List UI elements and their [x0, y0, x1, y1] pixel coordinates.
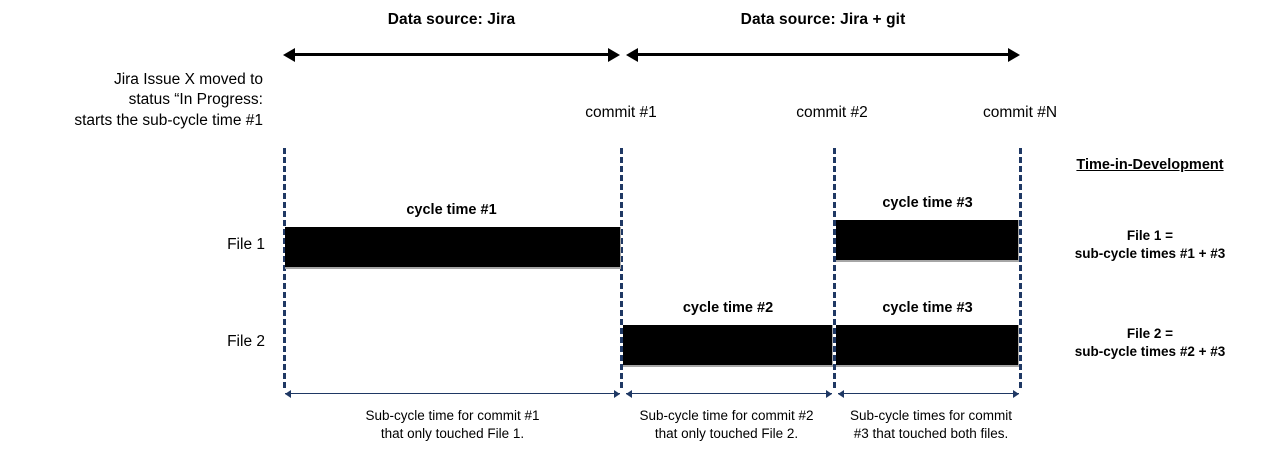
bar-caption-cycle-time-3-file-1: cycle time #3 [882, 195, 973, 211]
legend-item-file-1-line-2: sub-cycle times #1 + #3 [1074, 246, 1226, 262]
bottom-caption-commit-1-line-2: that only touched File 1. [380, 426, 525, 442]
legend-item-file-1: File 1 = sub-cycle times #1 + #3 [1028, 227, 1272, 263]
row-label-file-2: File 2 [227, 333, 265, 350]
bar-caption-cycle-time-2: cycle time #2 [682, 300, 774, 316]
bottom-caption-commit-1: Sub-cycle time for commit #1 that only t… [285, 407, 620, 443]
arrow-shaft [636, 53, 1010, 56]
bracket-arrow-commit-3 [838, 389, 1019, 398]
guide-line-commit-n [1019, 148, 1022, 388]
guide-line-commit-2 [833, 148, 836, 388]
bar-file-1-cycle-3 [836, 220, 1019, 262]
bracket-shaft [285, 393, 620, 394]
arrow-head-left-icon [626, 47, 638, 62]
bracket-head-right-icon [826, 389, 832, 398]
legend-item-file-2-line-2: sub-cycle times #2 + #3 [1074, 344, 1226, 360]
data-source-label-jira: Data source: Jira [387, 11, 516, 28]
jira-issue-note-line-1: Jira Issue X moved to [113, 71, 263, 88]
bottom-caption-commit-3: Sub-cycle times for commit #3 that touch… [836, 407, 1026, 443]
bracket-head-left-icon [285, 389, 291, 398]
jira-issue-note-line-3: starts the sub-cycle time #1 [74, 111, 263, 129]
bracket-head-right-icon [614, 389, 620, 398]
jira-issue-note-line-2: status “In Progress: [128, 91, 263, 109]
data-source-arrow-jira-git [626, 47, 1020, 69]
bracket-arrow-commit-1 [285, 389, 620, 398]
bottom-caption-commit-3-line-2: #3 that touched both files. [853, 426, 1009, 442]
bracket-arrow-commit-2 [626, 389, 832, 398]
bracket-shaft [838, 393, 1019, 394]
bar-file-2-cycle-3 [836, 325, 1019, 367]
bracket-head-left-icon [626, 389, 632, 398]
legend-title: Time-in-Development [1076, 157, 1224, 173]
data-source-arrow-jira [283, 47, 620, 69]
legend-item-file-2-line-1: File 2 = [1126, 326, 1174, 341]
arrow-head-right-icon [1008, 47, 1020, 62]
bracket-head-left-icon [838, 389, 844, 398]
bottom-caption-commit-2-line-1: Sub-cycle time for commit #2 [639, 408, 814, 423]
bar-caption-cycle-time-3-file-2: cycle time #3 [882, 300, 973, 316]
bottom-caption-commit-3-line-1: Sub-cycle times for commit [849, 408, 1013, 423]
guide-line-cycle-start [283, 148, 286, 388]
bar-file-1-cycle-1 [285, 227, 621, 269]
bar-caption-cycle-time-1: cycle time #1 [406, 202, 497, 218]
bracket-head-right-icon [1013, 389, 1019, 398]
legend-item-file-1-line-1: File 1 = [1126, 228, 1174, 243]
legend-item-file-2: File 2 = sub-cycle times #2 + #3 [1028, 325, 1272, 361]
data-source-label-jira-git: Data source: Jira + git [740, 11, 906, 28]
commit-label-n: commit #N [982, 104, 1058, 121]
guide-line-commit-1 [620, 148, 623, 388]
row-label-file-1: File 1 [227, 236, 265, 253]
bar-file-2-cycle-2 [623, 325, 833, 367]
commit-label-1: commit #1 [585, 104, 657, 121]
bottom-caption-commit-1-line-1: Sub-cycle time for commit #1 [365, 408, 540, 423]
bottom-caption-commit-2-line-2: that only touched File 2. [654, 426, 799, 442]
jira-issue-note: Jira Issue X moved to status “In Progres… [8, 70, 263, 131]
bracket-shaft [626, 393, 832, 394]
arrow-head-left-icon [283, 47, 295, 62]
arrow-head-right-icon [608, 47, 620, 62]
commit-label-2: commit #2 [796, 104, 868, 121]
bottom-caption-commit-2: Sub-cycle time for commit #2 that only t… [620, 407, 833, 443]
arrow-shaft [293, 53, 610, 56]
